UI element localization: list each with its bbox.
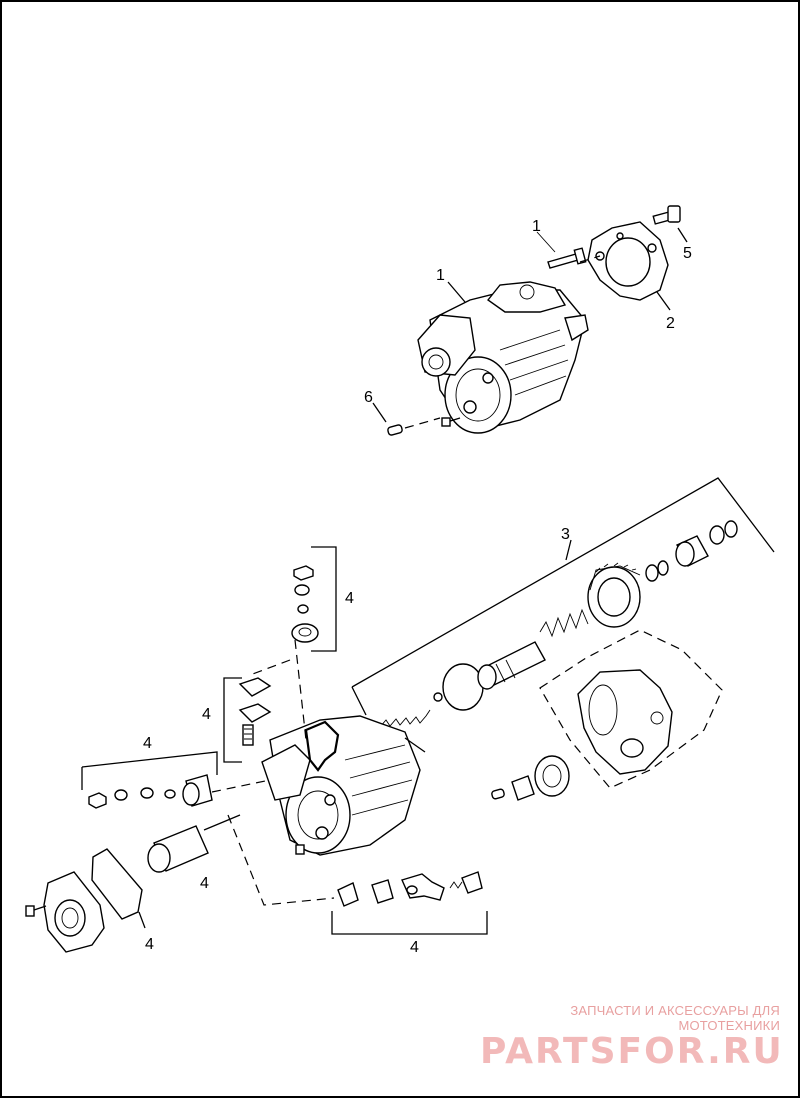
armature-shaft bbox=[477, 641, 546, 690]
brush-kit bbox=[337, 871, 483, 907]
callout-5-screw: 5 bbox=[683, 245, 692, 262]
cover-screw bbox=[25, 905, 47, 917]
callout-4-terminal-nut: 4 bbox=[345, 590, 354, 607]
callout-4-cover: 4 bbox=[145, 936, 154, 953]
watermark-subtitle: ЗАПЧАСТИ И АКСЕССУАРЫ ДЛЯ МОТОТЕХНИКИ bbox=[570, 1003, 780, 1033]
solenoid-plunger bbox=[147, 814, 241, 873]
retainer-ring bbox=[657, 560, 669, 576]
solenoid-gasket bbox=[91, 848, 143, 920]
callout-3-armature: 3 bbox=[561, 526, 570, 543]
solenoid-cover bbox=[43, 871, 105, 953]
roller bbox=[491, 788, 505, 800]
clutch-gear bbox=[587, 562, 641, 628]
callout-1-assembly: 1 bbox=[436, 267, 445, 284]
washer bbox=[724, 520, 738, 538]
idler-gear bbox=[534, 755, 570, 797]
callout-4-brush-kit: 4 bbox=[410, 939, 419, 956]
o-ring bbox=[442, 663, 484, 711]
spring-large bbox=[539, 608, 589, 638]
bearing-retainer bbox=[511, 775, 535, 801]
spring-small bbox=[379, 709, 431, 728]
callout-4-plunger: 4 bbox=[200, 875, 209, 892]
terminal-nut-stack bbox=[291, 565, 319, 643]
gasket bbox=[587, 221, 669, 301]
bolt-top bbox=[547, 247, 587, 269]
callout-2-gasket: 2 bbox=[666, 315, 675, 332]
retainer-ring bbox=[645, 564, 659, 582]
callout-4-brush-holder: 4 bbox=[202, 706, 211, 723]
brush-holder-stack bbox=[238, 677, 272, 746]
starter-assembly bbox=[417, 281, 589, 434]
watermark-brand: PARTSFOR.RU bbox=[480, 1031, 784, 1072]
gear-housing bbox=[577, 669, 673, 775]
ball bbox=[433, 692, 443, 702]
screw-5 bbox=[652, 205, 681, 225]
washer bbox=[709, 525, 725, 545]
callout-1-bolt: 1 bbox=[532, 218, 541, 235]
starter-motor-lower bbox=[261, 715, 426, 856]
callout-6-pin: 6 bbox=[364, 389, 373, 406]
dowel-pin bbox=[387, 424, 403, 436]
terminal-stack-left bbox=[88, 774, 213, 809]
pinion bbox=[675, 535, 709, 567]
callout-4-terminal-left: 4 bbox=[143, 735, 152, 752]
watermark: ЗАПЧАСТИ И АКСЕССУАРЫ ДЛЯ МОТОТЕХНИКИ PA… bbox=[480, 1003, 784, 1072]
